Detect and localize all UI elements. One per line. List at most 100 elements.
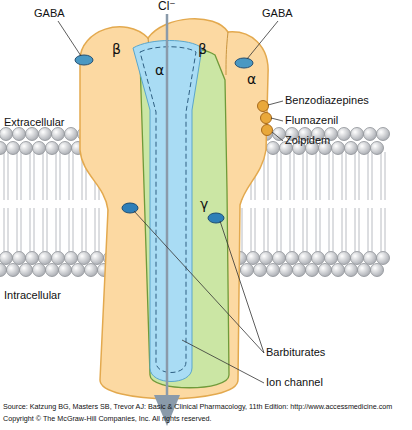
drug-label: Benzodiazepines: [285, 94, 369, 107]
lipid-head: [13, 128, 26, 141]
receptor-body: [80, 19, 268, 399]
lipid-head: [267, 142, 280, 155]
lipid-tail: [34, 208, 35, 258]
lipid-tail: [82, 208, 83, 258]
lipid-tail: [56, 208, 57, 258]
lipid-head: [338, 252, 351, 265]
lipid-head: [319, 264, 332, 277]
lipid-tail: [47, 152, 48, 200]
subunit-label: γ: [200, 196, 208, 212]
lipid-head: [241, 264, 254, 277]
subunit-border: [226, 32, 228, 75]
lipid-head: [325, 252, 338, 265]
chloride-flow-arrow: [166, 14, 169, 398]
lipid-head: [312, 252, 325, 265]
lipid-tail: [281, 208, 282, 258]
lipid-tail: [69, 208, 70, 258]
lipid-tail: [95, 208, 96, 258]
lipid-tail: [4, 152, 5, 200]
gaba-site: [75, 55, 93, 65]
lipid-tail: [307, 208, 308, 258]
barbiturate-site: [122, 203, 138, 213]
lipid-head: [65, 252, 78, 265]
lipid-tail: [290, 208, 291, 258]
subunit-label: α: [247, 71, 256, 87]
lipid-tail: [34, 152, 35, 200]
lipid-head: [273, 252, 286, 265]
lipid-tail: [359, 152, 360, 200]
lipid-tail: [359, 208, 360, 258]
drug-label: Flumazenil: [285, 114, 338, 127]
lipid-head: [0, 142, 7, 155]
lipid-head: [20, 264, 33, 277]
lipid-tail: [30, 208, 31, 258]
lipid-tail: [56, 152, 57, 200]
lipid-head: [254, 264, 267, 277]
lipid-head: [358, 264, 371, 277]
lipid-tail: [60, 152, 61, 200]
lipid-head: [91, 252, 104, 265]
lipid-head: [85, 264, 98, 277]
lipid-tail: [30, 152, 31, 200]
leader-line: [271, 118, 283, 121]
lipid-head: [33, 142, 46, 155]
lipid-head: [364, 128, 377, 141]
lipid-tail: [242, 208, 243, 258]
ligand-label: GABA: [34, 7, 65, 20]
lipid-tail: [290, 152, 291, 200]
lipid-tail: [342, 152, 343, 200]
lipid-head: [351, 128, 364, 141]
lipid-tail: [264, 208, 265, 258]
lipid-tail: [47, 208, 48, 258]
lipid-head: [52, 128, 65, 141]
lipid-head: [0, 252, 13, 265]
lipid-tail: [346, 152, 347, 200]
drug-label: Zolpidem: [285, 134, 330, 147]
lipid-head: [345, 264, 358, 277]
leader-line: [134, 211, 264, 353]
lipid-tail: [368, 152, 369, 200]
lipid-head: [293, 264, 306, 277]
lipid-head: [46, 264, 59, 277]
lipid-head: [46, 142, 59, 155]
lipid-tail: [381, 152, 382, 200]
lipid-head: [332, 264, 345, 277]
lipid-tail: [294, 208, 295, 258]
lipid-head: [39, 252, 52, 265]
lipid-tail: [8, 152, 9, 200]
lipid-head: [286, 252, 299, 265]
lipid-tail: [73, 208, 74, 258]
lipid-head: [7, 264, 20, 277]
lipid-head: [52, 252, 65, 265]
lipid-head: [72, 264, 85, 277]
lipid-head: [78, 252, 91, 265]
lipid-tail: [320, 208, 321, 258]
lipid-tail: [251, 208, 252, 258]
leader-line: [268, 101, 283, 105]
lipid-head: [59, 142, 72, 155]
lipid-head: [0, 264, 7, 277]
drug-label: Barbiturates: [266, 346, 325, 359]
lipid-head: [26, 128, 39, 141]
lipid-tail: [21, 208, 22, 258]
flumazenil-site: [261, 113, 272, 124]
lipid-head: [377, 128, 390, 141]
lipid-head: [351, 252, 364, 265]
lipid-head: [39, 128, 52, 141]
leader-line: [247, 21, 278, 59]
lipid-tail: [73, 152, 74, 200]
lipid-head: [280, 264, 293, 277]
lipid-tail: [333, 208, 334, 258]
lipid-tail: [4, 208, 5, 258]
lipid-tail: [86, 208, 87, 258]
lipid-tail: [368, 208, 369, 258]
lipid-tail: [381, 208, 382, 258]
lipid-head: [345, 142, 358, 155]
lipid-head: [7, 142, 20, 155]
lipid-tail: [268, 152, 269, 200]
lipid-head: [26, 252, 39, 265]
lipid-head: [247, 252, 260, 265]
lipid-head: [0, 128, 13, 141]
lipid-tail: [17, 208, 18, 258]
